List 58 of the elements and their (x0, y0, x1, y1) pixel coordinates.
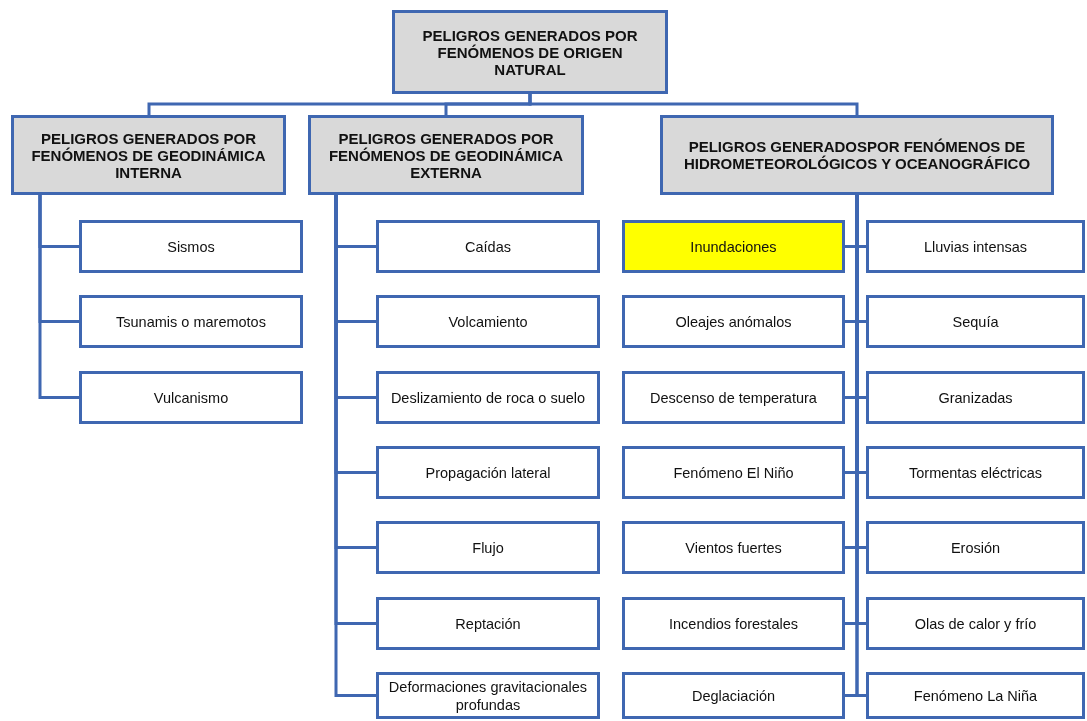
hazard-label: Inundaciones (690, 237, 777, 256)
hazard-box (376, 521, 600, 574)
hazard-label: Oleajes anómalos (675, 312, 792, 331)
hazard-label: Vulcanismo (153, 388, 229, 407)
hazard-box (866, 672, 1085, 719)
hazard-box (622, 597, 845, 650)
hazard-box (79, 220, 303, 273)
hazard-box (622, 446, 845, 499)
connector-line (38, 195, 79, 399)
category-box (660, 115, 1054, 195)
hazard-label: Lluvias intensas (923, 237, 1028, 256)
hazard-label: Volcamiento (448, 312, 528, 331)
hazard-box (866, 446, 1085, 499)
category-title: PELIGROS GENERADOSPOR FENÓMENOS DE HIDROMETEOROLÓGICOS Y OCEANOGRÁFICO (682, 138, 1032, 172)
category-box (392, 10, 668, 94)
hazard-box (866, 371, 1085, 424)
hazard-box (376, 371, 600, 424)
hazard-label: Propagación lateral (425, 463, 551, 482)
hazard-label: Reptación (455, 614, 521, 633)
hazard-box (376, 295, 600, 348)
hazard-box (622, 371, 845, 424)
hazard-box (866, 295, 1085, 348)
hazard-box (866, 597, 1085, 650)
hazard-label: Fenómeno La Niña (913, 686, 1038, 705)
hazard-label: Fenómeno El Niño (673, 463, 794, 482)
hazard-label: Vientos fuertes (685, 538, 782, 557)
connector-line (528, 94, 859, 115)
hazard-label: Olas de calor y frío (914, 614, 1037, 633)
hazard-box (79, 371, 303, 424)
category-title: PELIGROS GENERADOS POR FENÓMENOS DE GEODINÁMICA INTERNA (30, 129, 267, 181)
category-box (11, 115, 286, 195)
category-box (308, 115, 584, 195)
hazard-box (79, 295, 303, 348)
hazard-label: Deformaciones gravitacionales profundas (387, 677, 589, 714)
hazard-label: Descenso de temperatura (650, 388, 817, 407)
hazard-box (376, 672, 600, 719)
hazard-label: Tormentas eléctricas (909, 463, 1042, 482)
hazard-label: Sequía (952, 312, 999, 331)
hazard-label: Deglaciación (692, 686, 775, 705)
hazard-label: Granizadas (938, 388, 1013, 407)
hazard-box (866, 521, 1085, 574)
hazard-label: Flujo (472, 538, 504, 557)
hazard-box (622, 521, 845, 574)
hazard-label: Sismos (167, 237, 215, 256)
hazard-label: Incendios forestales (669, 614, 798, 633)
hazard-box (376, 220, 600, 273)
category-title: PELIGROS GENERADOS POR FENÓMENOS DE GEODINÁMICA EXTERNA (327, 129, 565, 181)
category-title: PELIGROS GENERADOS POR FENÓMENOS DE ORIGEN NATURAL (421, 26, 639, 78)
hazard-box (376, 446, 600, 499)
hazard-box (866, 220, 1085, 273)
hazard-box (622, 672, 845, 719)
hazard-box (376, 597, 600, 650)
hazard-label: Caídas (465, 237, 511, 256)
hazard-label: Tsunamis o maremotos (116, 312, 266, 331)
hazard-label: Erosión (950, 538, 1001, 557)
hazard-box (622, 295, 845, 348)
hazard-box (622, 220, 845, 273)
hazard-label: Deslizamiento de roca o suelo (390, 388, 586, 407)
